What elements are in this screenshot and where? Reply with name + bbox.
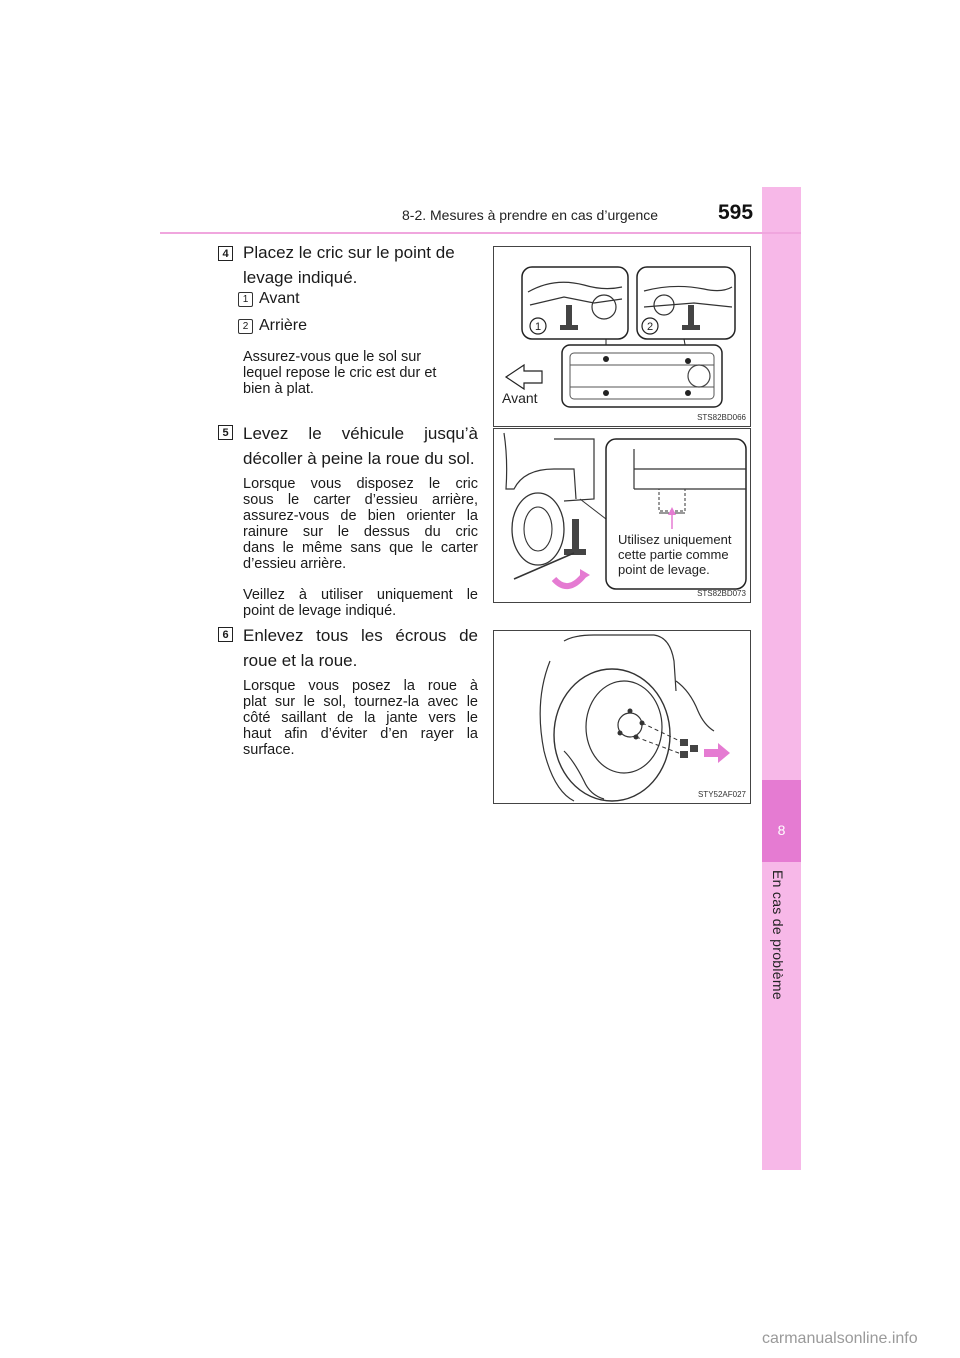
note-line: haut afin d’éviter d’en rayer la [243, 726, 478, 742]
chapter-label: En cas de problème [770, 870, 786, 1000]
step-title-line: Placez le cric sur le point de [243, 243, 455, 262]
remove-wheel-illustration [539, 634, 730, 802]
sub-item-label: Arrière [259, 317, 308, 334]
lift-vehicle-illustration [503, 432, 747, 590]
note-line: sous le carter d’essieu arrière, [243, 492, 478, 508]
step-title-line: roue et la roue. [243, 651, 358, 670]
note-line: Lorsque vous disposez le cric [243, 476, 478, 492]
step-title-line: levage indiqué. [243, 268, 358, 287]
step-note: Assurez-vous que le sol sur lequel repos… [243, 349, 478, 397]
figure-code: STS82BD073 [697, 589, 746, 598]
note-line: Assurez-vous que le sol sur [243, 349, 422, 365]
step-title: Placez le cric sur le point de levage in… [243, 240, 478, 290]
figure-callout: Utilisez uniquement cette partie comme p… [618, 532, 731, 577]
step-number-badge: 4 [218, 246, 233, 261]
page-number: 595 [718, 201, 754, 224]
chapter-number: 8 [777, 822, 786, 838]
figure-lift-vehicle: Utilisez uniquement cette partie comme p… [493, 428, 751, 603]
jack-points-illustration: 1 2 Avant [502, 266, 736, 408]
note-line: assurez-vous de bien orienter la [243, 508, 478, 524]
note-line: rainure sur le dessus du cric [243, 524, 478, 540]
note-line: bien à plat. [243, 381, 314, 397]
section-title: 8-2. Mesures à prendre en cas d’urgence [402, 207, 659, 223]
step-note: Lorsque vous posez la roue à plat sur le… [243, 678, 478, 758]
step-note: Lorsque vous disposez le cric sous le ca… [243, 476, 478, 572]
sub-item-rear: 2 Arrière [238, 317, 307, 335]
note-line: plat sur le sol, tournez-la avec le [243, 694, 478, 710]
step-title: Levez le véhicule jusqu’à décoller à pei… [243, 421, 478, 471]
watermark: carmanualsonline.info [762, 1330, 918, 1347]
figure-marker-2: 2 [647, 321, 653, 333]
step-number-badge: 5 [218, 425, 233, 440]
note-line: surface. [243, 742, 295, 758]
chapter-number-tab [762, 780, 801, 862]
step-note: Veillez à utiliser uniquement le point d… [243, 587, 478, 619]
figure-code: STY52AF027 [697, 790, 746, 799]
callout-line: point de levage. [618, 562, 710, 577]
callout-line: cette partie comme [618, 547, 729, 562]
chapter-side-tab [762, 187, 801, 1170]
sub-item-label: Avant [259, 290, 300, 307]
step-title: Enlevez tous les écrous de roue et la ro… [243, 623, 478, 673]
note-line: lequel repose le cric est dur et [243, 365, 437, 381]
note-line: dans le même sans que le carter [243, 540, 478, 556]
note-line: côté saillant de la jante vers le [243, 710, 478, 726]
header-rule [160, 232, 801, 234]
figure-marker-1: 1 [535, 321, 541, 333]
figure-front-label: Avant [502, 390, 538, 406]
step-title-line: décoller à peine la roue du sol. [243, 449, 475, 468]
note-line: Veillez à utiliser uniquement le [243, 587, 478, 603]
figure-code: STS82BD066 [697, 413, 746, 422]
note-line: point de levage indiqué. [243, 603, 397, 619]
sub-item-front: 1 Avant [238, 290, 300, 308]
step-title-line: Enlevez tous les écrous de [243, 626, 478, 645]
step-number-badge: 6 [218, 627, 233, 642]
figure-remove-wheel: STY52AF027 [493, 630, 751, 804]
note-line: Lorsque vous posez la roue à [243, 678, 478, 694]
callout-line: Utilisez uniquement [618, 532, 732, 547]
marker-icon: 1 [238, 291, 253, 307]
figure-jack-points: 1 2 Avant STS82BD066 [493, 246, 751, 427]
step-title-line: Levez le véhicule jusqu’à [243, 424, 478, 443]
note-line: d’essieu arrière. [243, 556, 347, 572]
marker-icon: 2 [238, 318, 253, 334]
